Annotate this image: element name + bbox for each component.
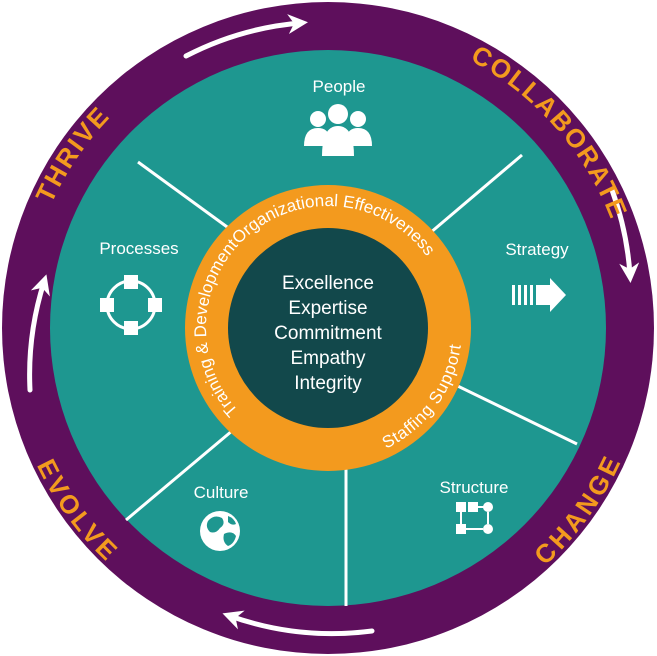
globe-icon: [200, 511, 240, 551]
segment-strategy-label: Strategy: [505, 240, 569, 259]
segment-people-label: People: [313, 77, 366, 96]
cycle-arrows: [27, 14, 640, 637]
core-value-commitment: Commitment: [274, 323, 382, 344]
core-value-excellence: Excellence: [282, 273, 374, 294]
org-chart-icon: [456, 502, 493, 534]
core-circle: [228, 228, 428, 428]
segment-culture: Culture: [194, 483, 249, 551]
core-value-empathy: Empathy: [291, 348, 366, 369]
divider-culture-processes: [125, 418, 246, 522]
arrow-right-icon: [512, 278, 566, 312]
segment-culture-label: Culture: [194, 483, 249, 502]
cycle-arrow-left: [27, 274, 50, 393]
divider-strategy-structure: [434, 373, 578, 446]
cycle-arrow-bottom: [222, 610, 375, 637]
segment-structure: Structure: [440, 478, 509, 534]
core-value-expertise: Expertise: [288, 298, 367, 319]
segment-processes: Processes: [99, 239, 179, 335]
segment-strategy: Strategy: [505, 240, 569, 312]
core-value-integrity: Integrity: [294, 373, 362, 394]
people-icon: [304, 104, 372, 156]
cycle-arrow-right: [609, 187, 640, 283]
segment-people: People: [304, 77, 372, 156]
segment-processes-label: Processes: [99, 239, 178, 258]
process-cycle-icon: [100, 275, 162, 335]
core-values: Excellence Expertise Commitment Empathy …: [274, 273, 382, 394]
segment-structure-label: Structure: [440, 478, 509, 497]
cycle-arrow-top: [183, 14, 308, 59]
